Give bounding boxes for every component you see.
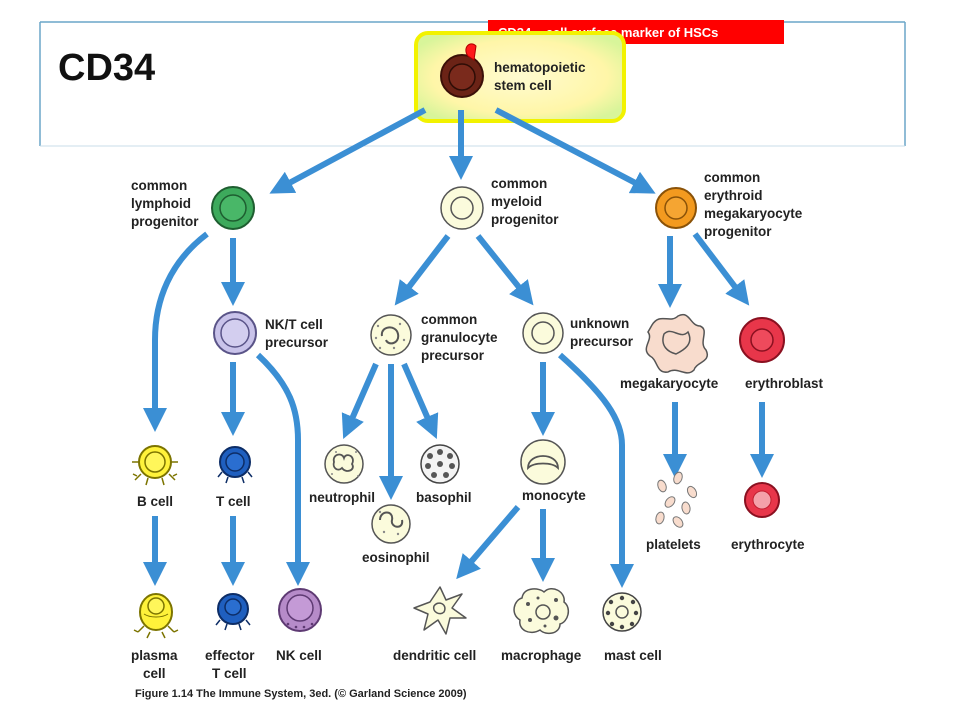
label-neutrophil: neutrophil: [309, 490, 375, 505]
arrow-clp-bcell: [143, 231, 209, 432]
arrow-cgp-basophil: [401, 362, 439, 439]
arrow-cmp-cgp: [394, 234, 451, 306]
label-bcell: B cell: [137, 494, 173, 509]
label-dendritic: dendritic cell: [393, 648, 476, 663]
cgp-cell-icon: [370, 314, 412, 356]
cemp-cell-icon: [655, 187, 697, 229]
arrow-cmp-unknown: [475, 234, 534, 306]
label-platelets: platelets: [646, 537, 701, 552]
dendritic-cell-icon: [413, 586, 467, 635]
figure-caption: Figure 1.14 The Immune System, 3ed. (© G…: [135, 688, 467, 700]
megakaryocyte-icon: [645, 313, 709, 374]
unknown-precursor-icon: [522, 312, 564, 354]
lineage-arrows: [143, 107, 774, 588]
slide-title: CD34: [58, 47, 155, 89]
b-cell-icon: [132, 445, 178, 486]
label-monocyte: monocyte: [522, 488, 586, 503]
cd34-marker-icon: [465, 43, 477, 61]
label-erythroblast: erythroblast: [745, 376, 824, 391]
label-macrophage: macrophage: [501, 648, 582, 663]
arrow-cgp-neutrophil: [341, 362, 379, 439]
arrow-hsc-clp: [269, 107, 427, 194]
label-nkcell: NK cell: [276, 648, 322, 663]
clp-cell-icon: [211, 186, 255, 230]
label-eosinophil: eosinophil: [362, 550, 430, 565]
arrow-cemp-erythroblast: [692, 232, 750, 306]
monocyte-icon: [520, 439, 566, 485]
cmp-cell-icon: [440, 186, 484, 230]
label-tcell: T cell: [216, 494, 251, 509]
label-basophil: basophil: [416, 490, 472, 505]
nkt-precursor-icon: [213, 311, 257, 355]
t-cell-icon: [217, 446, 253, 484]
hsc-cell-icon: [440, 43, 484, 98]
erythrocyte-icon: [744, 482, 780, 518]
plasma-cell-icon: [133, 593, 179, 639]
arrow-hsc-cemp: [494, 107, 656, 194]
nk-cell-icon: [278, 588, 322, 632]
label-mast: mast cell: [604, 648, 662, 663]
effector-t-cell-icon: [215, 593, 251, 631]
neutrophil-icon: [324, 444, 364, 484]
eosinophil-icon: [371, 504, 411, 544]
arrow-unknown-mast: [558, 352, 634, 588]
erythroblast-icon: [739, 317, 785, 363]
arrow-nkt-nkcell: [255, 352, 310, 586]
label-erythrocyte: erythrocyte: [731, 537, 805, 552]
mast-cell-icon: [602, 592, 642, 632]
basophil-icon: [420, 444, 460, 484]
macrophage-icon: [513, 588, 570, 635]
arrow-monocyte-dendritic: [456, 505, 521, 580]
label-megakaryocyte: megakaryocyte: [620, 376, 719, 391]
platelets-icon: [655, 471, 698, 528]
